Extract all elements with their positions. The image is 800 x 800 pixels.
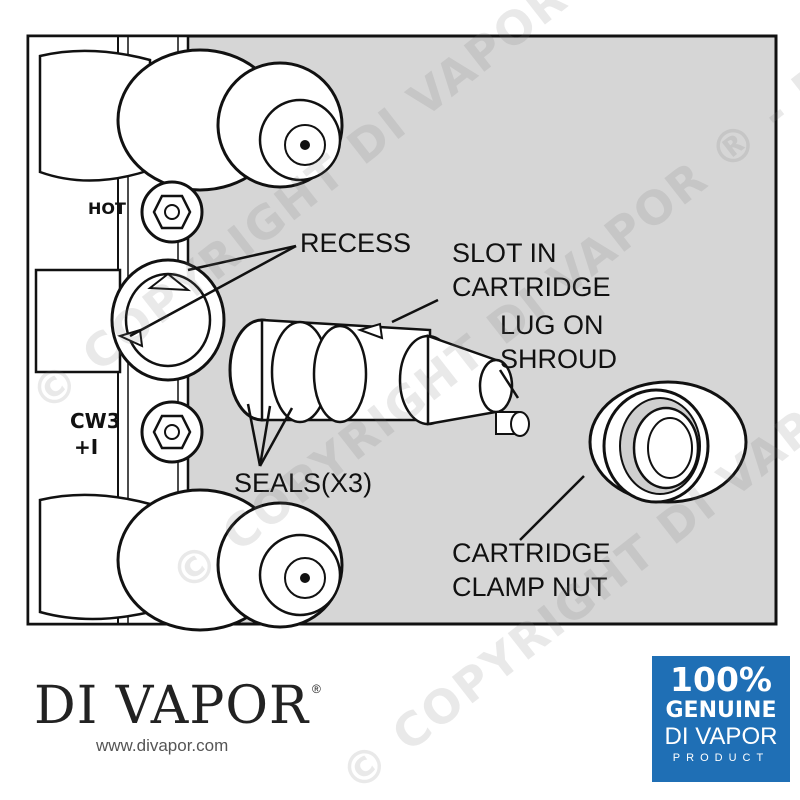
- clamp-label-line2: CLAMP NUT: [452, 572, 608, 602]
- recess-housing: [34, 258, 226, 382]
- top-valve-knob: [38, 48, 344, 192]
- seals-label: SEALS(X3): [234, 468, 372, 498]
- lug-label-line1: LUG ON: [500, 310, 604, 340]
- hot-nut: [140, 180, 204, 244]
- badge-product: PRODUCT: [672, 752, 770, 764]
- badge-brand: DI VAPOR: [664, 723, 778, 750]
- recess-label: RECESS: [300, 228, 411, 258]
- slot-label-line1: SLOT IN: [452, 238, 557, 268]
- callout-lines: [129, 244, 585, 541]
- cw3-sub-label: +I: [74, 435, 98, 459]
- clamp-label-line1: CARTRIDGE: [452, 538, 611, 568]
- lug-label-line2: SHROUD: [500, 344, 617, 374]
- bottom-valve-knob: [38, 488, 344, 632]
- brand-url: www.divapor.com: [96, 736, 229, 755]
- brand-registered-mark: ®: [312, 682, 321, 696]
- cartridge-clamp-nut: [588, 380, 748, 504]
- hot-label: HOT: [88, 199, 126, 218]
- slot-label-line2: CARTRIDGE: [452, 272, 611, 302]
- cartridge: [228, 318, 530, 437]
- cw3-nut: [140, 400, 204, 464]
- badge-genuine: GENUINE: [665, 698, 777, 723]
- badge-percent: 100%: [670, 660, 772, 699]
- genuine-product-badge: 100% GENUINE DI VAPOR PRODUCT: [652, 656, 790, 782]
- brand-logo-text: DI VAPOR: [34, 676, 310, 736]
- cw3-label: CW3: [70, 409, 121, 433]
